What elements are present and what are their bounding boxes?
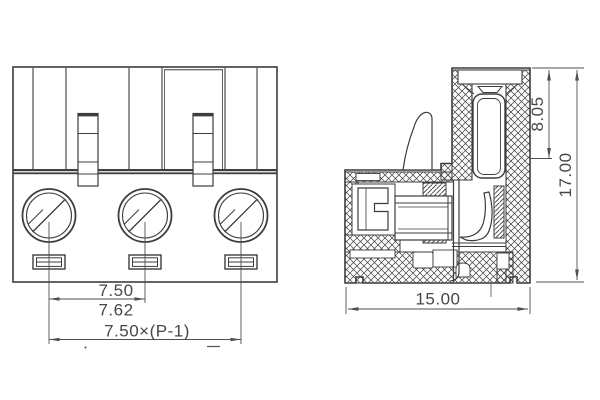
dimension-overall-depth: 15.00 [345, 287, 531, 314]
plug-chamber [452, 191, 506, 247]
dimension-overall-height: 17.00 [556, 70, 579, 280]
front-contact-tab-1 [77, 112, 99, 187]
side-view [344, 67, 531, 284]
wire-contact-cage [351, 183, 396, 236]
dim-label-overall-depth: 15.00 [415, 290, 460, 309]
dimension-pitch-alt: 7.62 [98, 301, 133, 320]
stray-dot [84, 346, 87, 349]
release-lever [402, 111, 433, 171]
dim-label-pitch: 7.50 [98, 281, 133, 300]
clamp-barrel [394, 195, 453, 241]
plug-tower [457, 69, 523, 186]
latch-finger [459, 191, 493, 242]
solder-pin [449, 180, 460, 282]
side-dimensions: 8.05 17.00 15.00 [345, 67, 584, 314]
dim-label-overall-height: 17.00 [556, 152, 575, 197]
dim-label-opening-depth: 8.05 [528, 96, 547, 131]
dimension-total-pitch: 7.50×(P-1) [49, 322, 241, 342]
dim-label-pitch-alt: 7.62 [98, 301, 133, 320]
front-dimensions: 7.50 7.62 7.50×(P-1) [48, 222, 242, 349]
dimension-pitch: 7.50 [49, 281, 145, 301]
dim-label-total-pitch: 7.50×(P-1) [104, 322, 190, 341]
front-contact-tab-2 [192, 112, 214, 187]
tower-cavity [472, 93, 506, 179]
front-partition-lines [32, 67, 258, 169]
front-view [12, 66, 278, 283]
dimension-opening-depth: 8.05 [528, 70, 551, 159]
front-separation-band [13, 169, 277, 175]
